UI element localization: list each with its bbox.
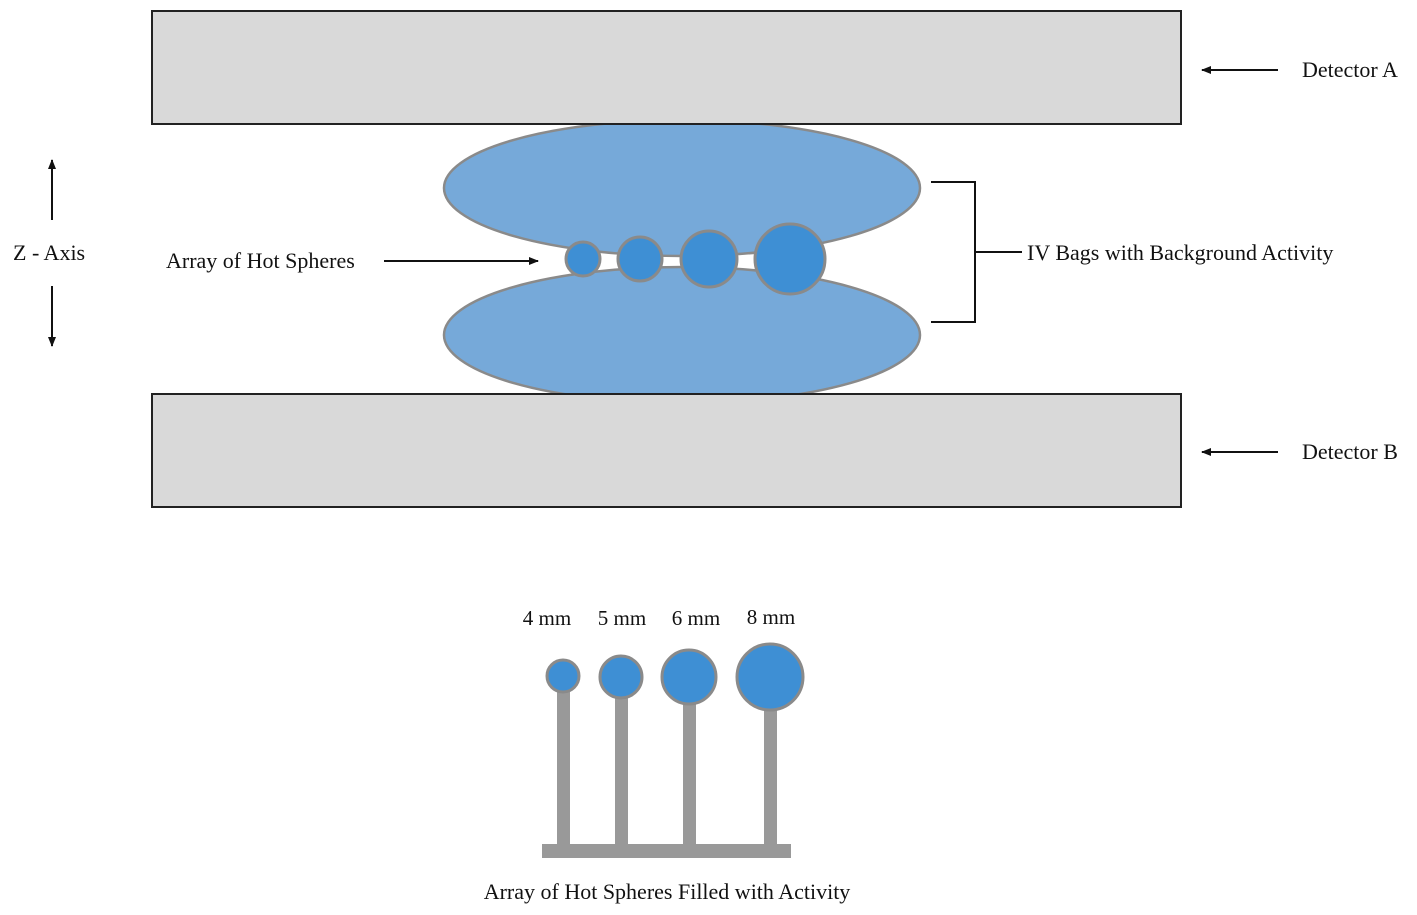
array-hot-spheres-label: Array of Hot Spheres (166, 248, 355, 273)
sphere-size-label: 6 mm (672, 606, 720, 630)
iv-bag-lower (442, 265, 922, 405)
detector-a-plate (151, 10, 1182, 125)
hot-sphere-6mm (679, 229, 739, 289)
array-sphere-8mm (735, 642, 805, 712)
array-caption: Array of Hot Spheres Filled with Activit… (484, 879, 851, 904)
iv-bag-upper (442, 118, 922, 258)
z-axis-label: Z - Axis (13, 240, 85, 265)
sphere-rod-8mm (764, 708, 777, 846)
array-sphere-5mm (598, 654, 644, 700)
bracket-icon (931, 181, 1022, 323)
detector-b-label: Detector B (1302, 439, 1398, 464)
array-sphere-4mm (545, 658, 581, 694)
detector-b-plate (151, 393, 1182, 508)
iv-bags-label: IV Bags with Background Activity (1027, 240, 1333, 265)
sphere-size-label: 4 mm (523, 606, 571, 630)
iv-bags (442, 118, 922, 405)
sphere-rod-5mm (615, 695, 628, 846)
hot-sphere-8mm (753, 222, 827, 296)
sphere-array-detail: 4 mm 5 mm 6 mm 8 mm (523, 605, 805, 858)
sphere-rod-6mm (683, 702, 696, 846)
hot-sphere-4mm (564, 240, 602, 278)
sphere-size-label: 5 mm (598, 606, 646, 630)
array-sphere-6mm (660, 648, 718, 706)
sphere-size-label: 8 mm (747, 605, 795, 629)
hot-sphere-5mm (616, 235, 664, 283)
array-base-bar (542, 844, 791, 858)
hot-spheres-between-bags (564, 222, 827, 296)
detector-a-label: Detector A (1302, 57, 1398, 82)
sphere-rod-4mm (557, 690, 570, 846)
